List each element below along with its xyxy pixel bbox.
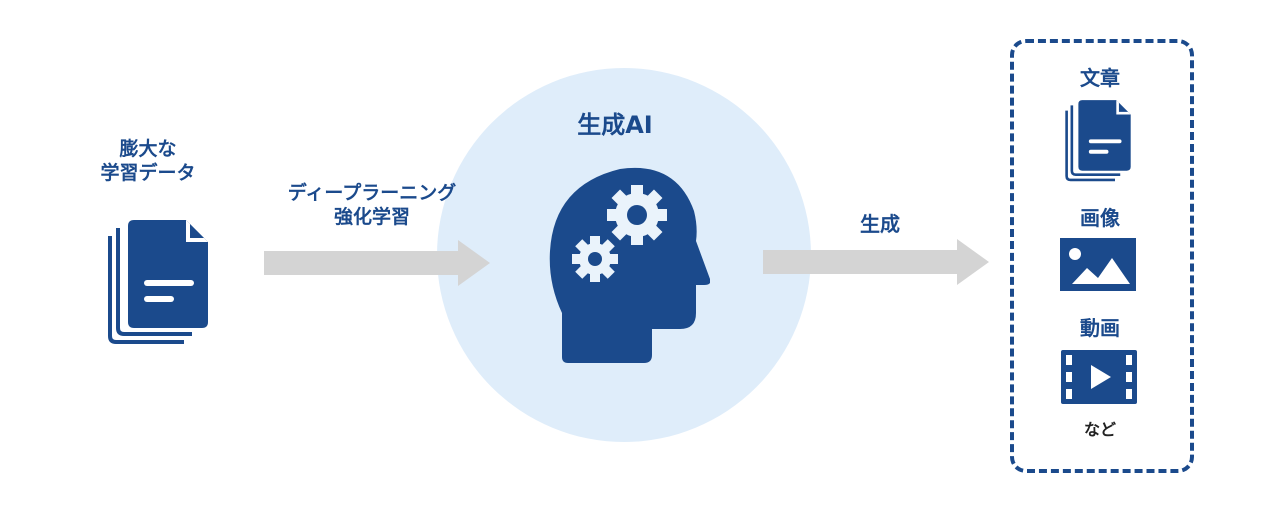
model-title: 生成AI [577, 111, 653, 139]
documents-icon [108, 220, 208, 344]
output-label-image: 画像 [1080, 206, 1120, 230]
outputs-box [1010, 39, 1194, 473]
generate-arrow-icon [763, 239, 989, 285]
output-label-video: 動画 [1080, 316, 1120, 340]
process-label-line1: ディープラーニング [287, 182, 457, 204]
input-label-line2: 学習データ [100, 161, 196, 184]
input-label: 膨大な 学習データ [88, 138, 208, 186]
process-label: ディープラーニング 強化学習 [262, 182, 482, 230]
process-label-line2: 強化学習 [333, 205, 410, 228]
video-icon [1061, 350, 1137, 404]
output-label-text: 文章 [1080, 66, 1120, 90]
input-label-line1: 膨大な [119, 138, 177, 160]
process-arrow-icon [264, 240, 490, 286]
image-icon [1060, 238, 1136, 291]
head-gears-icon [549, 168, 710, 363]
generate-label: 生成 [860, 212, 900, 236]
outputs-footer: など [1083, 420, 1116, 439]
documents-icon [1065, 100, 1131, 182]
